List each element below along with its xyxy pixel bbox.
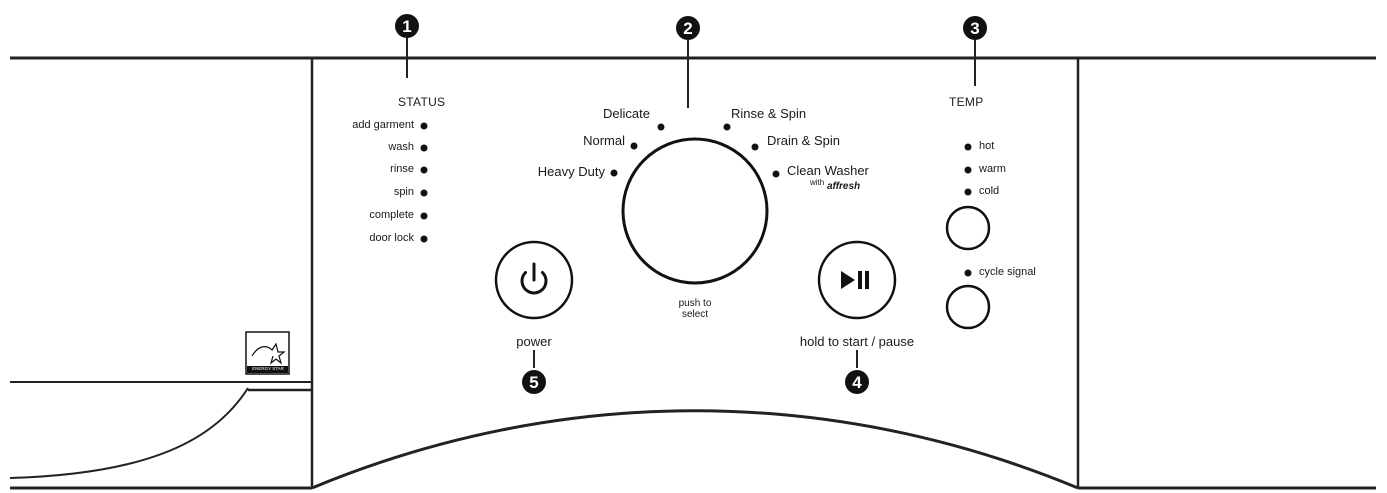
energy-star-logo <box>245 331 290 375</box>
cycle-selector-dial[interactable] <box>621 137 769 285</box>
status-item-wash: wash <box>388 141 414 153</box>
cycle-labels-left-2: Normal <box>500 0 625 200</box>
status-item-door-lock: door lock <box>369 232 414 244</box>
cycle-led-drain-spin <box>751 143 759 151</box>
callout-1: 1 <box>395 14 419 38</box>
power-button[interactable] <box>494 240 574 320</box>
cycle-signal-label: cycle signal <box>979 266 1036 278</box>
temp-button[interactable] <box>945 205 991 251</box>
cycle-label-rinse-spin: Rinse & Spin <box>731 106 807 121</box>
svg-text:5: 5 <box>529 373 538 392</box>
start-pause-label: hold to start / pause <box>799 334 915 349</box>
svg-text:2: 2 <box>683 19 692 38</box>
cycle-signal-led <box>964 269 972 277</box>
temp-label-warm: warm <box>979 163 1006 175</box>
affresh-logo: affresh <box>827 181 861 192</box>
cycle-label-drain-spin: Drain & Spin <box>767 133 840 148</box>
cycle-led-rinse-spin <box>723 123 731 131</box>
svg-text:1: 1 <box>402 17 411 36</box>
callout-3: 3 <box>963 16 987 40</box>
temp-heading: TEMP <box>949 95 984 109</box>
cycle-led-normal <box>630 142 638 150</box>
cycle-led-clean-washer <box>772 170 780 178</box>
temp-led-cold <box>964 188 972 196</box>
callout-5: 5 <box>522 370 546 394</box>
status-led-spin <box>420 189 428 197</box>
power-label-wrap: power <box>484 333 584 351</box>
status-heading: STATUS <box>398 95 446 109</box>
status-item-rinse: rinse <box>390 163 414 175</box>
energy-star-text: ENERGY STAR <box>252 366 284 371</box>
cycle-led-heavy-duty <box>610 169 618 177</box>
power-label: power <box>516 334 552 349</box>
status-item-complete: complete <box>369 209 414 221</box>
cycle-label-delicate: Delicate <box>603 106 650 121</box>
temp-label-cold: cold <box>979 185 1000 197</box>
status-led-rinse <box>420 166 428 174</box>
cycle-led-delicate <box>657 123 665 131</box>
callout-4: 4 <box>845 370 869 394</box>
cycle-signal-button[interactable] <box>945 284 991 330</box>
status-led-wash <box>420 144 428 152</box>
cycle-label-normal: Normal <box>583 133 625 148</box>
status-list: add garment wash rinse spin complete doo… <box>300 0 414 260</box>
status-led-complete <box>420 212 428 220</box>
temp-label-hot: hot <box>979 140 995 152</box>
temp-led-hot <box>964 143 972 151</box>
status-led-door-lock <box>420 235 428 243</box>
svg-text:3: 3 <box>970 19 979 38</box>
clean-washer-with: with <box>810 178 825 187</box>
cycle-labels-left: Heavy Duty <box>480 0 605 200</box>
play-pause-icon <box>841 271 869 289</box>
svg-text:4: 4 <box>852 373 862 392</box>
dial-label: push to select <box>655 299 735 320</box>
status-item-spin: spin <box>393 186 414 198</box>
status-item-add-garment: add garment <box>352 119 414 131</box>
dial-label-line2: select <box>681 309 709 320</box>
cycle-label-clean-washer: Clean Washer <box>787 163 869 178</box>
callout-2: 2 <box>676 16 700 40</box>
start-label-wrap: hold to start / pause <box>767 333 947 351</box>
start-pause-button[interactable] <box>817 240 897 320</box>
status-led-add-garment <box>420 122 428 130</box>
dial-label-line1: push to <box>678 298 712 309</box>
cycle-labels-left-3: Delicate <box>560 0 650 200</box>
cycle-label-heavy-duty: Heavy Duty <box>537 164 605 179</box>
temp-led-warm <box>964 166 972 174</box>
power-icon <box>520 262 548 295</box>
